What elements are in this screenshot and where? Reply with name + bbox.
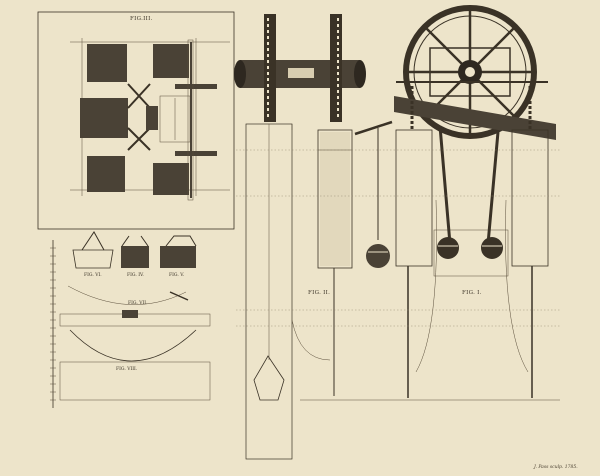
fig2-drawing: FIG. II. <box>234 14 393 460</box>
engraver-signature: J. Pass sculp. 1785. <box>533 464 578 470</box>
fig3-label: FIG.III. <box>130 16 153 22</box>
fig6-label: FIG. VI. <box>84 272 102 278</box>
fig8-label: FIG. VIII. <box>116 366 138 372</box>
fig1-label: FIG. I. <box>462 290 482 296</box>
fig7-label: FIG. VII. <box>128 300 148 306</box>
fig5-label: FIG. V. <box>169 272 185 278</box>
fig1-drawing: FIG. I. <box>394 5 556 398</box>
construction-lines <box>236 149 560 401</box>
fig4-label: FIG. IV. <box>127 272 144 278</box>
fig7-drawing: FIG. VII. <box>59 285 211 327</box>
bucket-figures: FIG. VI. FIG. IV. FIG. V. <box>50 231 197 408</box>
fig3-panel: FIG.III. <box>37 11 235 230</box>
fig8-drawing: FIG. VIII. <box>59 329 211 401</box>
fig2-label: FIG. II. <box>308 290 330 296</box>
